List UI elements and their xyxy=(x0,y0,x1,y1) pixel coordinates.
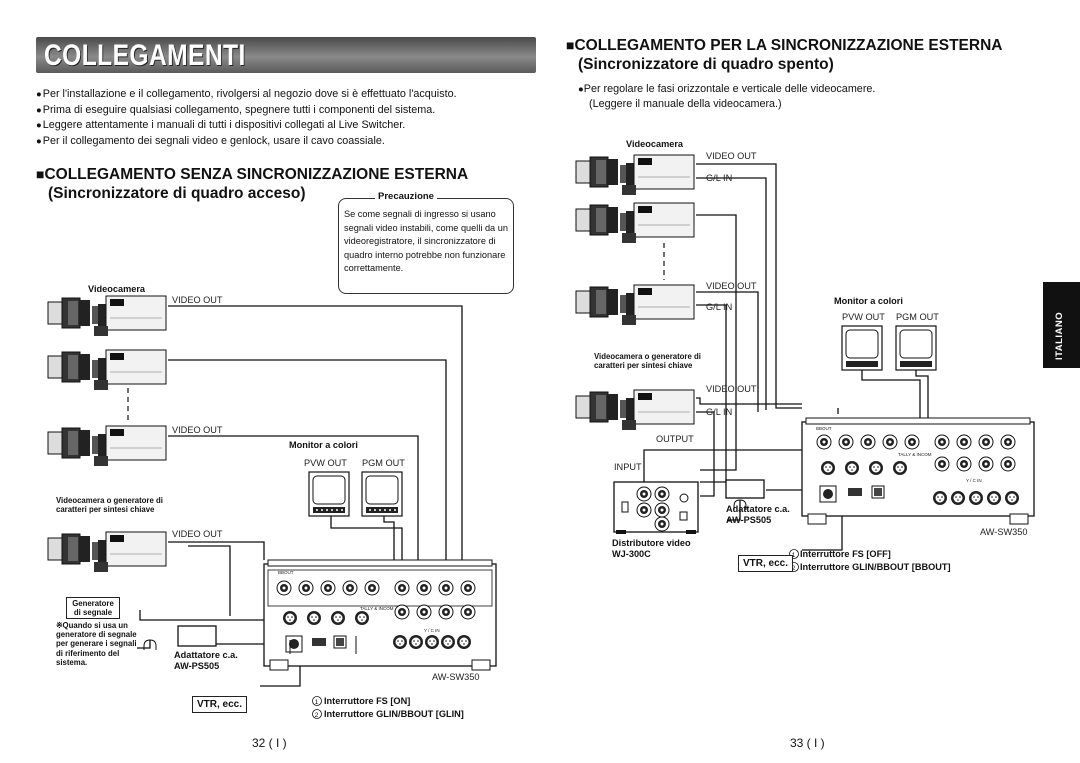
svg-text:Y / C IN: Y / C IN xyxy=(966,478,982,483)
label-pgm-out: PGM OUT xyxy=(896,312,939,322)
svg-text:Y / C IN: Y / C IN xyxy=(424,628,440,633)
label-input: INPUT xyxy=(614,462,642,472)
section-heading-left: ■COLLEGAMENTO SENZA SINCRONIZZAZIONE EST… xyxy=(36,166,469,183)
label-video-out: VIDEO OUT xyxy=(172,425,223,435)
right-bullet: ●Per regolare le fasi orizzontale e vert… xyxy=(578,83,876,110)
svg-text:TALLY & INCOM: TALLY & INCOM xyxy=(898,452,932,457)
camera-icon xyxy=(575,154,695,196)
label-gl-in: G/L IN xyxy=(706,407,733,417)
right-connection-diagram: BBOUT TALLY & INCOM Y / C IN 1 2 xyxy=(575,154,1035,572)
right-bullet-text: Per regolare le fasi orizzontale e verti… xyxy=(583,83,876,95)
section-subheading-right: (Sincronizzatore di quadro spento) xyxy=(578,56,834,73)
label-adapter-model: AW-PS505 xyxy=(726,515,772,525)
label-switcher-model: AW-SW350 xyxy=(432,672,480,682)
svg-text:1: 1 xyxy=(792,552,796,559)
vtr-box: VTR, ecc. xyxy=(192,696,248,713)
label-pgm-out: PGM OUT xyxy=(362,458,405,468)
camera-icon xyxy=(575,284,695,326)
label-adapter-model: AW-PS505 xyxy=(174,661,220,671)
list-item: Prima di eseguire qualsiasi collegamento… xyxy=(36,103,506,119)
monitor-icon xyxy=(895,325,937,371)
switch-note-2: Interruttore GLIN/BBOUT [GLIN] xyxy=(324,709,464,719)
label-video-out: VIDEO OUT xyxy=(706,384,757,394)
camera-icon xyxy=(575,389,695,431)
page-title: COLLEGAMENTI xyxy=(36,37,536,73)
page-number-left: 32 ( I ) xyxy=(252,736,287,750)
camera-icon xyxy=(47,531,167,573)
distributor-device xyxy=(613,481,699,534)
section-heading-text: COLLEGAMENTO SENZA SINCRONIZZAZIONE ESTE… xyxy=(44,166,469,183)
label-distributor: Distributore video xyxy=(612,538,691,548)
svg-text:2: 2 xyxy=(792,565,796,572)
caution-text: Se come segnali di ingresso si usano seg… xyxy=(344,209,508,274)
language-tab-label: ITALIANO xyxy=(1054,311,1065,360)
list-item: Per il collegamento dei segnali video e … xyxy=(36,134,506,150)
intro-bullet-list: Per l'installazione e il collegamento, r… xyxy=(36,87,506,149)
label-monitor: Monitor a colori xyxy=(289,440,358,450)
left-connection-diagram: BBOUT TALLY & INCOM Y / C IN 1 2 xyxy=(47,295,497,719)
section-heading-text: COLLEGAMENTO PER LA SINCRONIZZAZIONE EST… xyxy=(574,37,1003,54)
label-videocamera: Videocamera xyxy=(626,139,684,149)
switch-note-1: Interruttore FS [ON] xyxy=(324,696,411,706)
label-video-out: VIDEO OUT xyxy=(706,281,757,291)
page-number-right: 33 ( I ) xyxy=(790,736,825,750)
switch-note-1: Interruttore FS [OFF] xyxy=(800,549,891,559)
generator-note: ※Quando si usa un generatore di segnale … xyxy=(56,621,137,667)
svg-text:BBOUT: BBOUT xyxy=(278,570,294,575)
label-switcher-model: AW-SW350 xyxy=(980,527,1028,537)
camera-icon xyxy=(47,349,167,391)
label-char-generator: Videocamera o generatore di caratteri pe… xyxy=(56,496,163,515)
monitor-icon xyxy=(841,325,883,371)
label-pvw-out: PVW OUT xyxy=(842,312,885,322)
label-gl-in: G/L IN xyxy=(706,302,733,312)
label-monitor: Monitor a colori xyxy=(834,296,903,306)
label-distributor-model: WJ-300C xyxy=(612,549,651,559)
signal-generator-box: Generatore di segnale xyxy=(66,597,120,619)
switcher-device: BBOUT TALLY & INCOM Y / C IN xyxy=(263,559,497,671)
svg-text:BBOUT: BBOUT xyxy=(816,426,832,431)
adapter-icon xyxy=(725,479,765,499)
list-item: Leggere attentamente i manuali di tutti … xyxy=(36,118,506,134)
section-subheading-left: (Sincronizzatore di quadro acceso) xyxy=(48,185,306,202)
language-tab: ITALIANO xyxy=(1043,282,1080,368)
right-bullet-text-2: (Leggere il manuale della videocamera.) xyxy=(589,98,782,110)
label-video-out: VIDEO OUT xyxy=(172,529,223,539)
monitor-icon xyxy=(308,471,350,517)
vtr-box: VTR, ecc. xyxy=(738,555,794,572)
monitor-icon xyxy=(361,471,403,517)
label-video-out: VIDEO OUT xyxy=(172,295,223,305)
label-output: OUTPUT xyxy=(656,434,694,444)
label-gl-in: G/L IN xyxy=(706,173,733,183)
caution-label: Precauzione xyxy=(375,191,437,202)
label-adapter: Adattatore c.a. xyxy=(726,504,790,514)
switcher-device: BBOUT TALLY & INCOM Y / C IN xyxy=(801,417,1035,525)
page-title-text: COLLEGAMENTI xyxy=(44,39,246,72)
label-char-generator: Videocamera o generatore di caratteri pe… xyxy=(594,352,701,371)
svg-text:TALLY & INCOM: TALLY & INCOM xyxy=(360,606,394,611)
label-videocamera: Videocamera xyxy=(88,284,146,294)
svg-text:1: 1 xyxy=(315,699,319,706)
adapter-icon xyxy=(177,625,217,647)
camera-icon xyxy=(575,202,695,244)
caution-box: Precauzione Se come segnali di ingresso … xyxy=(338,191,514,294)
section-heading-right: ■COLLEGAMENTO PER LA SINCRONIZZAZIONE ES… xyxy=(566,37,1003,54)
label-pvw-out: PVW OUT xyxy=(304,458,347,468)
label-adapter: Adattatore c.a. xyxy=(174,650,238,660)
camera-icon xyxy=(47,425,167,467)
list-item: Per l'installazione e il collegamento, r… xyxy=(36,87,506,103)
switch-note-2: Interruttore GLIN/BBOUT [BBOUT] xyxy=(800,562,951,572)
svg-text:2: 2 xyxy=(315,712,319,719)
label-video-out: VIDEO OUT xyxy=(706,151,757,161)
camera-icon xyxy=(47,295,167,337)
